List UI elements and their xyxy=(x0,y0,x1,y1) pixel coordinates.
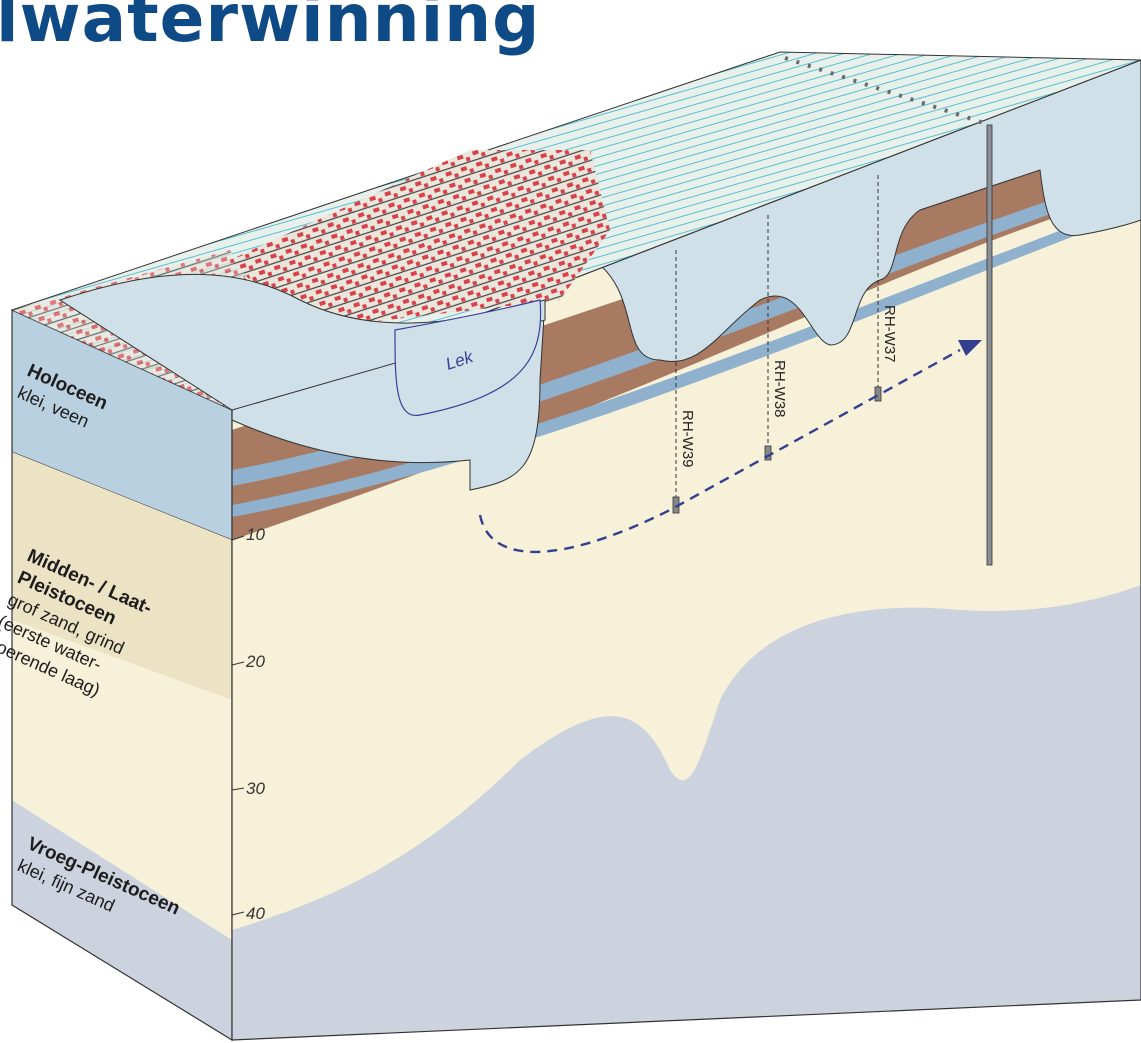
page-title: lwaterwinning xyxy=(0,0,541,57)
depth-tick-10: 10 xyxy=(246,525,265,544)
flow-arrowhead xyxy=(958,340,982,356)
depth-tick-30: 30 xyxy=(246,779,265,798)
river-lek-section xyxy=(394,299,542,416)
well-label-w37: RH-W37 xyxy=(881,305,898,363)
depth-tick-20: 20 xyxy=(245,652,265,671)
depth-scale: 10 20 30 40 xyxy=(231,525,265,923)
well-label-w39: RH-W39 xyxy=(679,410,696,468)
town-area xyxy=(230,150,610,330)
wells: RH-W39 RH-W38 RH-W37 xyxy=(672,124,993,566)
depth-tick-40: 40 xyxy=(246,904,265,923)
side-vroeg-pleistoceen xyxy=(232,585,1141,1040)
front-face xyxy=(11,309,233,1042)
main-well-pipe xyxy=(986,124,993,566)
front-pleistocene-lower xyxy=(12,620,232,940)
flow-path-arrow xyxy=(478,348,961,554)
front-pleistocene-upper xyxy=(12,452,232,700)
well-label-w38: RH-W38 xyxy=(771,360,788,418)
top-surface-map xyxy=(10,51,1141,411)
front-vroeg-pleistoceen xyxy=(12,800,232,1040)
